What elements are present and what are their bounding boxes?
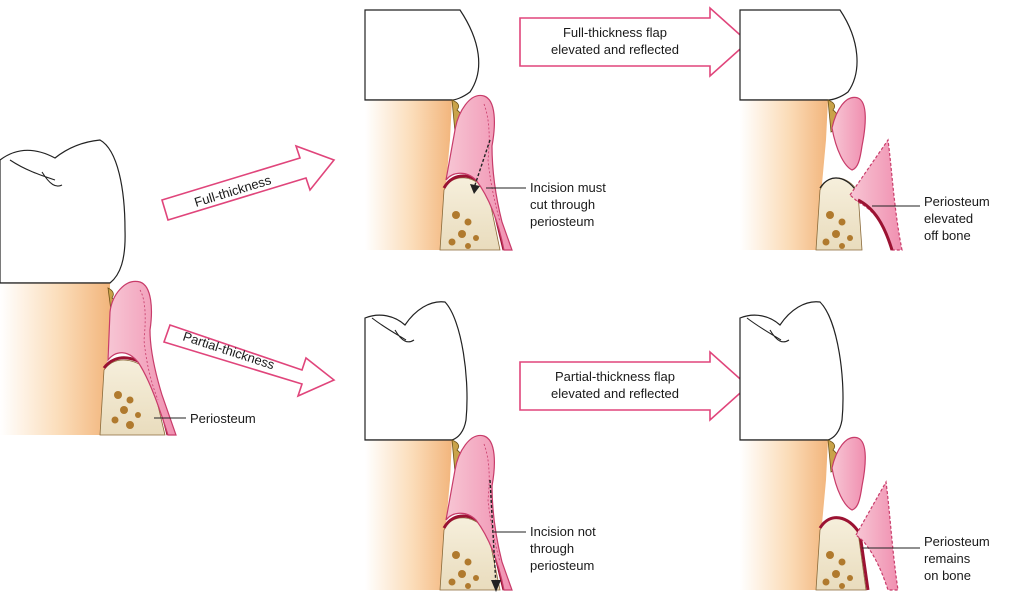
label-incision-not: Incision not through periosteum <box>530 524 599 573</box>
arrow-partial-flap: Partial-thickness flap elevated and refl… <box>520 352 748 420</box>
label-incision-must: Incision must cut through periosteum <box>530 180 610 229</box>
partial-thickness-incision-section: Incision not through periosteum <box>365 302 599 592</box>
arrow-full-thickness: Full-thickness <box>162 146 334 220</box>
arrow-label-full-flap-1: Full-thickness flap <box>563 25 667 40</box>
label-periosteum-elevated: Periosteum elevated off bone <box>924 194 993 243</box>
periosteum-remains-section: Periosteum remains on bone <box>740 302 993 590</box>
root <box>0 283 110 435</box>
arrow-label-full-flap-2: elevated and reflected <box>551 42 679 57</box>
arrow-partial-thickness: Partial-thickness <box>164 325 334 396</box>
arrow-label-partial-flap-1: Partial-thickness flap <box>555 369 675 384</box>
arrow-label-partial-flap-2: elevated and reflected <box>551 386 679 401</box>
arrow-full-flap: Full-thickness flap elevated and reflect… <box>520 8 748 76</box>
crown <box>0 140 125 283</box>
label-periosteum: Periosteum <box>190 411 256 426</box>
label-periosteum-remains: Periosteum remains on bone <box>924 534 993 583</box>
periosteum-elevated-section: Periosteum elevated off bone <box>740 10 993 250</box>
